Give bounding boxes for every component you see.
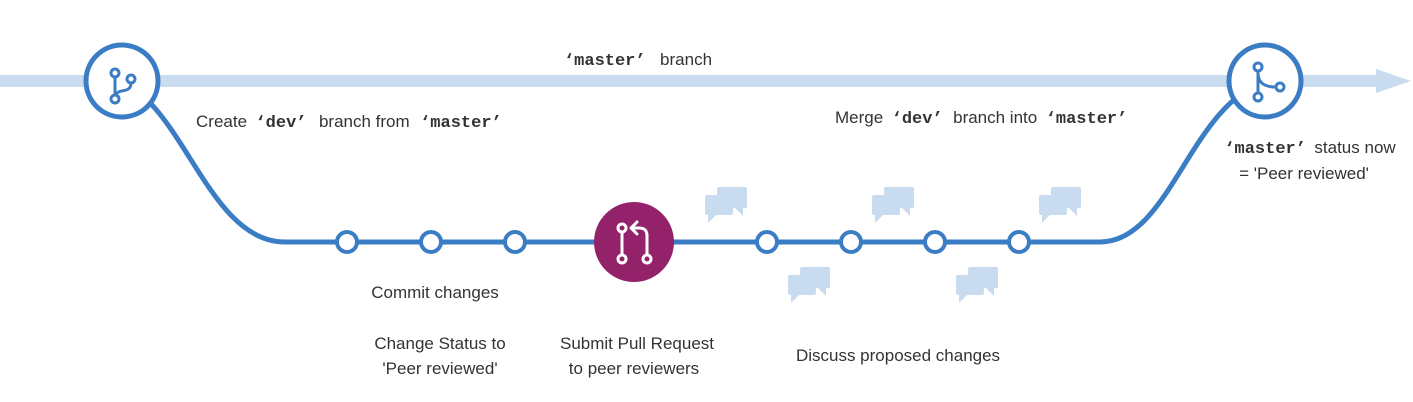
branch-start-node bbox=[83, 42, 161, 120]
comment-icon bbox=[872, 187, 914, 223]
commit-node bbox=[419, 230, 443, 254]
change-status-label: Change Status to bbox=[374, 334, 505, 353]
commit-node bbox=[755, 230, 779, 254]
git-pull-request-icon bbox=[616, 220, 653, 265]
master-status-value: = 'Peer reviewed' bbox=[1239, 164, 1369, 183]
comment-icon bbox=[788, 267, 830, 303]
commit-node bbox=[839, 230, 863, 254]
pull-request-sublabel: to peer reviewers bbox=[569, 359, 699, 378]
merge-node bbox=[1226, 42, 1304, 120]
pull-request-label: Submit Pull Request bbox=[560, 334, 714, 353]
master-branch-line bbox=[0, 69, 1411, 93]
master-status-label: ‘master’ status now bbox=[1224, 138, 1396, 159]
merge-dev-branch-label: Merge ‘dev’ branch into ‘master’ bbox=[835, 108, 1127, 129]
discuss-changes-label: Discuss proposed changes bbox=[796, 346, 1000, 365]
create-dev-branch-label: Create ‘dev’ branch from ‘master’ bbox=[196, 112, 502, 133]
dev-branch-line bbox=[120, 79, 1266, 245]
comment-icon bbox=[705, 187, 747, 223]
commit-node bbox=[1007, 230, 1031, 254]
comment-icon bbox=[956, 267, 998, 303]
commit-node bbox=[335, 230, 359, 254]
master-branch-label: ‘master’ branch bbox=[564, 50, 712, 71]
git-branch-icon bbox=[109, 67, 137, 105]
commit-node bbox=[923, 230, 947, 254]
git-merge-icon bbox=[1252, 61, 1286, 103]
commit-nodes bbox=[335, 230, 1031, 254]
pull-request-node bbox=[594, 202, 674, 282]
change-status-value: 'Peer reviewed' bbox=[382, 359, 497, 378]
commit-node bbox=[503, 230, 527, 254]
comment-icon bbox=[1039, 187, 1081, 223]
commit-changes-label: Commit changes bbox=[371, 283, 499, 302]
